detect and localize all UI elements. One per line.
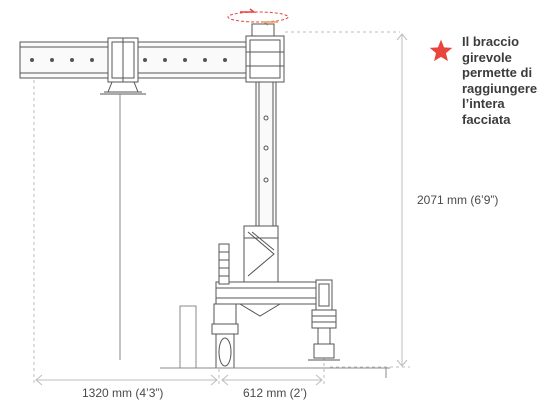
star-icon: [429, 39, 453, 62]
dimension-lines: [33, 31, 410, 386]
callout-text: Il braccio girevole permette di raggiung…: [462, 34, 538, 127]
crane-structure: [19, 23, 390, 378]
base-dimension-label: 612 mm (2’): [243, 386, 308, 400]
height-dimension-label: 2071 mm (6’9”): [417, 193, 499, 207]
rotation-arrows-icon: [227, 8, 289, 26]
reach-dimension-label: 1320 mm (4’3”): [82, 386, 164, 400]
